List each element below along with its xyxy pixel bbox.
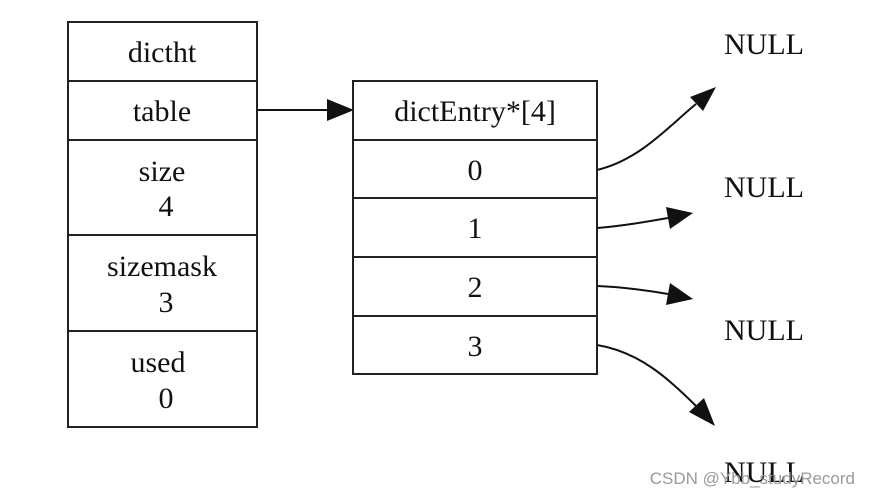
array-cell-1: 1: [352, 197, 598, 258]
array-index-1: 1: [468, 212, 483, 245]
table-pointer-arrow: [257, 99, 354, 121]
dictht-table-label: table: [133, 95, 191, 128]
null-pointer-arrow-3: [596, 344, 715, 426]
array-cell-3: 3: [352, 315, 598, 375]
dictht-cell-title: dictht: [67, 21, 258, 82]
array-index-0: 0: [468, 154, 483, 187]
dictht-cell-used: used 0: [67, 330, 258, 428]
dictht-size-label: size: [139, 155, 186, 188]
null-node-3: NULL: [724, 456, 804, 489]
dictht-title-label: dictht: [128, 36, 197, 69]
array-index-3: 3: [468, 330, 483, 363]
dictht-sizemask-value: 3: [159, 286, 174, 319]
null-node-1: NULL: [724, 171, 804, 204]
csdn-watermark: CSDN @Ybb_studyRecord: [650, 469, 855, 488]
dictht-sizemask-label: sizemask: [107, 250, 217, 283]
dictht-used-value: 0: [159, 382, 174, 415]
dict-entry-array: dictEntry*[4] 0 1 2 3: [352, 80, 598, 375]
dictht-cell-table: table: [67, 80, 258, 141]
dictht-struct: dictht table size 4 sizemask 3 used 0: [67, 21, 258, 428]
array-cell-header: dictEntry*[4]: [352, 80, 598, 141]
array-index-2: 2: [468, 271, 483, 304]
dictht-size-value: 4: [159, 190, 174, 223]
null-pointer-arrow-1: [596, 207, 693, 229]
null-node-2: NULL: [724, 314, 804, 347]
null-pointer-arrow-0: [596, 87, 716, 171]
dictht-cell-sizemask: sizemask 3: [67, 234, 258, 332]
null-pointer-arrow-2: [596, 283, 693, 305]
null-node-0: NULL: [724, 28, 804, 61]
dictht-used-label: used: [131, 346, 186, 379]
array-header-label: dictEntry*[4]: [394, 95, 556, 128]
array-cell-2: 2: [352, 256, 598, 317]
dictht-cell-size: size 4: [67, 139, 258, 236]
array-cell-0: 0: [352, 139, 598, 199]
